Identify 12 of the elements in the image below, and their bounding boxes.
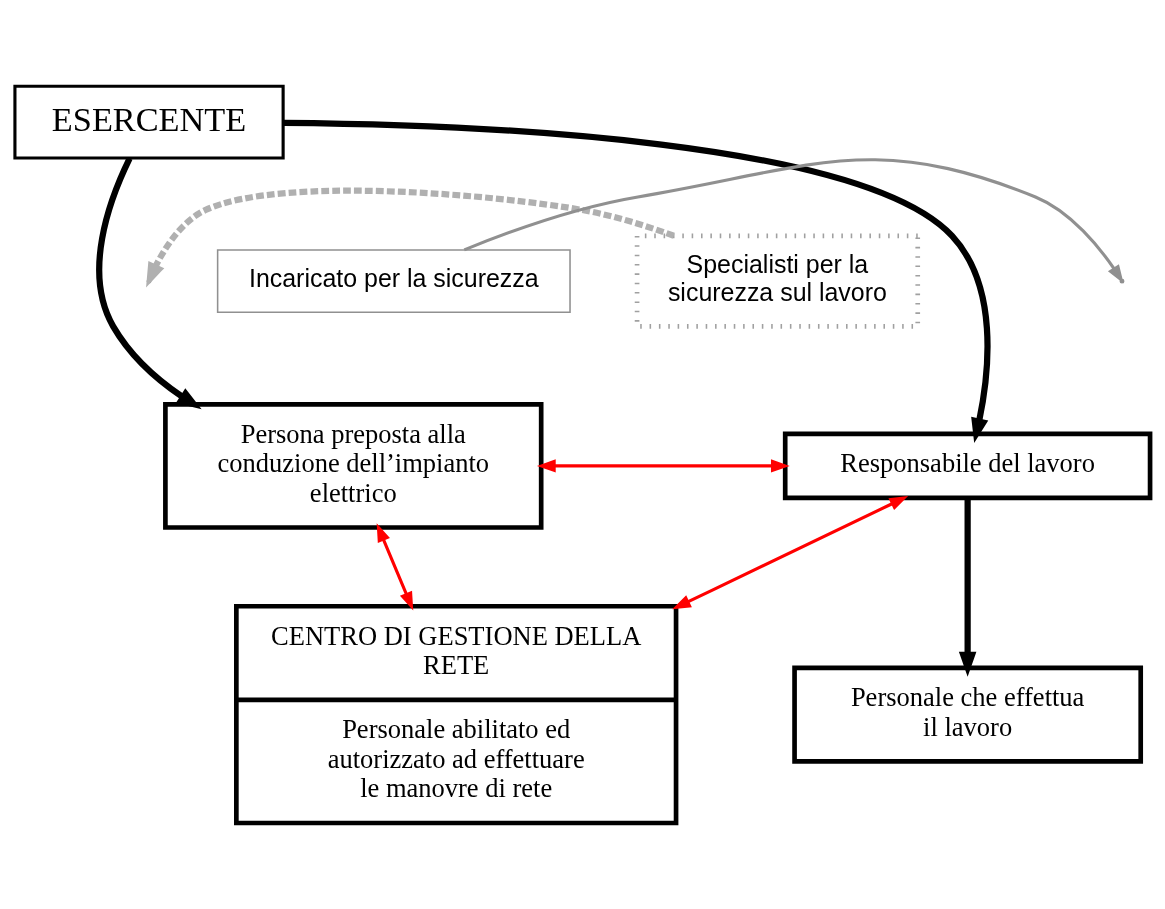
node-box: Persona preposta alla conduzione dell’impianto elettrico xyxy=(163,401,544,530)
arrow xyxy=(283,119,991,443)
arrow xyxy=(958,497,977,677)
arrow xyxy=(376,522,414,611)
node-box: Incaricato per la sicurezza xyxy=(216,248,571,313)
node-box: Responsabile del lavoro xyxy=(782,431,1153,500)
node-box: ESERCENTE xyxy=(13,84,285,159)
arrow xyxy=(96,156,202,409)
node-box: Personale che effettua il lavoro xyxy=(792,665,1144,764)
node-box: Specialisti per la sicurezza sul lavoro xyxy=(634,233,921,329)
arrow xyxy=(672,495,909,609)
arrow xyxy=(536,458,790,472)
